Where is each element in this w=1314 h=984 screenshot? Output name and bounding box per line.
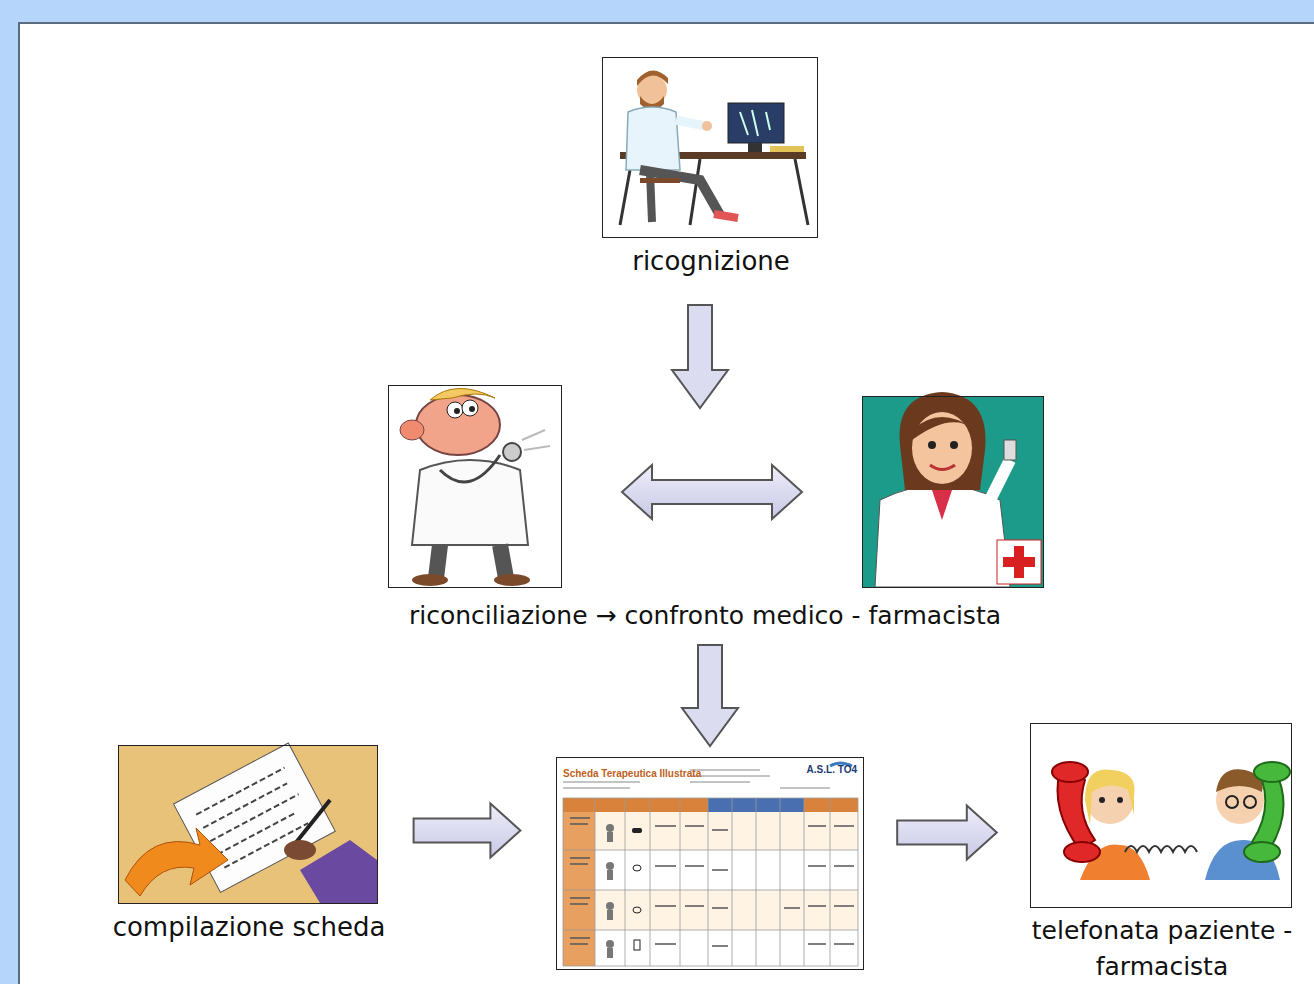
block-arrow [622,465,802,519]
down-arrow [672,305,728,408]
image-box [862,396,1044,588]
block-arrow [897,806,997,860]
block-arrow [414,804,521,858]
pharmacist-illustration [863,392,1043,587]
sheet-heading: A.S.L. TO4 [807,764,857,775]
image-box: compilazione scheda [118,745,378,904]
phone-call-illustration [1043,724,1303,907]
image-box: ricognizione [602,57,818,238]
step-caption: compilazione scheda [113,909,386,947]
image-box: Scheda Terapeutica Illustrata A.S.L. TO4 [556,757,864,970]
form-filling-illustration [119,743,377,903]
down-arrow [682,645,738,746]
step-caption: telefonata paziente -farmacista [1022,913,1302,984]
stage-caption: riconciliazione → confronto medico - far… [409,601,1001,630]
doctor-illustration [389,386,561,587]
sheet-heading: Scheda Terapeutica Illustrata [563,768,701,779]
doctor-desk-illustration [603,58,817,237]
image-box: telefonata paziente -farmacista [1030,723,1292,908]
step-caption: ricognizione [632,243,790,281]
therapy-sheet-illustration [557,758,863,969]
image-box [388,385,562,588]
